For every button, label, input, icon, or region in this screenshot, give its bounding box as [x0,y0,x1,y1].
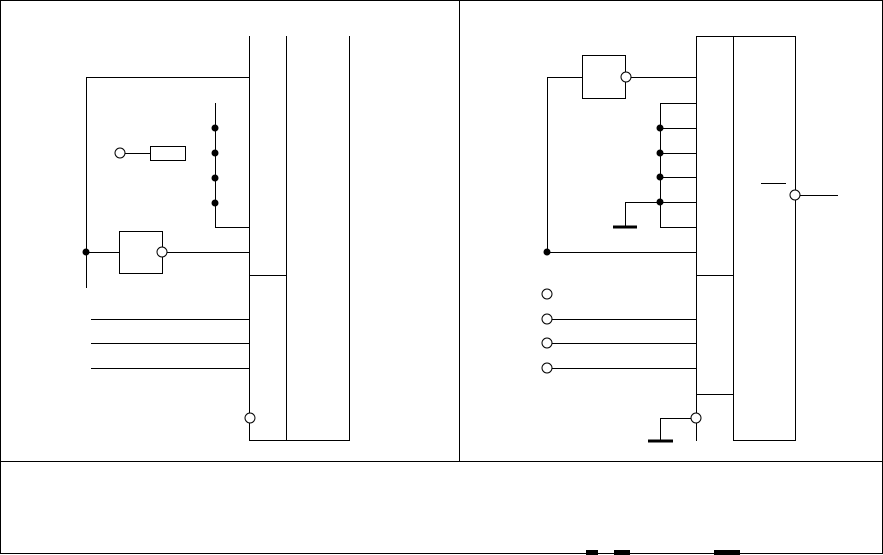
right-bus-dot-1 [656,124,664,132]
left-input-lines [91,319,250,369]
bus-junction-dot-4 [211,199,219,207]
right-ground-symbol-lower [648,412,702,443]
left-vertical-bus [211,103,250,228]
left-gate-block [82,231,250,274]
bus-junction-dot-1 [211,124,219,132]
left-bottom-pin [244,412,256,424]
right-bus-dot-2 [656,149,664,157]
right-bottom-pin [690,412,702,424]
right-input-pin-2 [541,313,553,325]
right-output-bubble [789,189,801,201]
caption-area [0,462,883,554]
left-connector [114,146,186,161]
right-gate-output-bubble [620,71,632,83]
bus-junction-dot-3 [211,174,219,182]
cropped-bottom-marks [586,550,740,555]
right-input-pins [541,288,697,374]
right-gate-block [547,55,697,253]
right-input-pin-3 [541,337,553,349]
right-schematic-panel [541,36,838,443]
right-input-pin-1 [541,288,553,300]
right-junction-dot [543,248,551,256]
right-ground-symbol-upper [613,202,660,229]
connector-pin [114,147,126,159]
right-junction-line [543,248,697,256]
gate-output-bubble [156,246,168,258]
left-schematic-panel [82,36,350,441]
left-ic-body [249,36,350,441]
right-bus-dot-3 [656,173,664,181]
left-feedback-wire [86,77,250,288]
bus-junction-dot-2 [211,149,219,157]
right-input-pin-4 [541,362,553,374]
right-ic-body [696,36,796,441]
gate-input-junction-dot [82,248,90,256]
right-vertical-bus [656,103,697,228]
right-output-pin [761,183,838,201]
